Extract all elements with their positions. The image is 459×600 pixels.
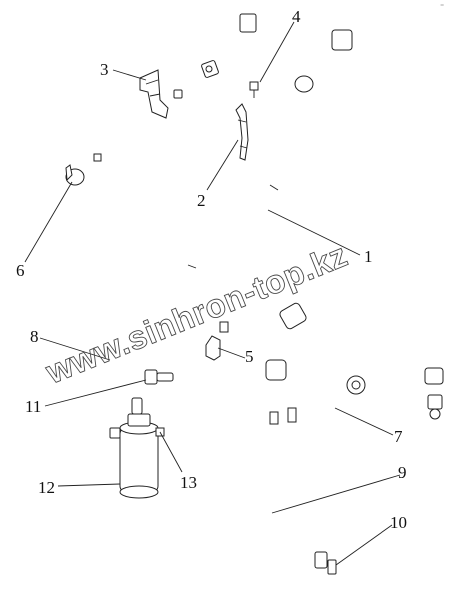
receiver-drier-inlet <box>131 397 143 415</box>
receiver-drier-body <box>119 427 159 493</box>
pipe-end-fitting <box>314 551 328 569</box>
callout-13: 13 <box>180 473 197 492</box>
leader-13 <box>159 431 183 473</box>
leader-7 <box>334 407 394 436</box>
leader-3 <box>112 69 147 81</box>
leader-10 <box>335 524 393 566</box>
hose-7-port <box>351 380 361 390</box>
hose-7-bolt <box>287 407 297 423</box>
hose-left-line <box>92 13 257 384</box>
callout-10: 10 <box>390 513 407 532</box>
hose-end-fitting <box>239 13 257 33</box>
bolt-4-head <box>249 81 259 91</box>
pipe-line-9 <box>150 396 328 584</box>
hose-end-crimp <box>424 367 444 385</box>
hose-7-bolt-2 <box>269 411 279 425</box>
bolt-4 <box>249 81 259 98</box>
bolt-10 <box>327 559 337 575</box>
callout-8: 8 <box>30 327 39 346</box>
hose-main-line <box>179 29 353 328</box>
hose-end-fitting-main <box>331 29 353 51</box>
callout-3: 3 <box>100 60 109 79</box>
leader-lines <box>24 21 401 566</box>
switch-connector <box>156 372 174 382</box>
bracket-3-bolt <box>173 89 183 99</box>
leader-2 <box>206 139 239 191</box>
hose-end-nut <box>427 394 443 410</box>
callout-6: 6 <box>16 261 25 280</box>
receiver-drier-12 <box>109 397 159 499</box>
bracket-5 <box>205 321 229 361</box>
callout-5: 5 <box>245 347 254 366</box>
bracket-2 <box>235 103 249 161</box>
leader-11 <box>44 379 147 407</box>
leader-9 <box>271 474 401 514</box>
switch-body <box>144 369 158 385</box>
hose-joint <box>294 75 314 93</box>
hose-7-fitting-left <box>265 359 287 381</box>
leader-6 <box>24 181 73 263</box>
bracket-5-bolt <box>219 321 229 333</box>
leader-4 <box>259 21 295 83</box>
callout-2: 2 <box>197 191 206 210</box>
leader-1 <box>267 209 361 256</box>
callout-4: 4 <box>292 7 301 26</box>
hose-right-line <box>279 285 444 420</box>
leader-5 <box>217 347 246 359</box>
hose-short-7 <box>265 359 366 425</box>
receiver-drier-bottom <box>119 485 159 499</box>
callout-9: 9 <box>398 463 407 482</box>
clamp-6 <box>65 153 102 186</box>
callout-labels: 3 4 2 1 6 8 5 11 7 9 12 13 10 <box>16 7 407 532</box>
pressure-switch-11 <box>144 369 174 385</box>
callout-12: 12 <box>38 478 55 497</box>
callout-7: 7 <box>394 427 403 446</box>
leader-8 <box>39 337 111 361</box>
receiver-drier-head <box>127 413 151 427</box>
callout-11: 11 <box>25 397 41 416</box>
receiver-drier-mount <box>109 427 121 439</box>
hose-end-seal <box>429 408 441 420</box>
clamp-6-bolt <box>93 153 102 162</box>
fitting-bolt <box>205 65 213 73</box>
corner-mark: ⁼ <box>440 2 444 11</box>
bracket-3 <box>139 69 183 119</box>
hose-coupler <box>279 302 307 330</box>
leader-12 <box>57 483 121 487</box>
callout-1: 1 <box>364 247 373 266</box>
bolt-10-body <box>327 559 337 575</box>
